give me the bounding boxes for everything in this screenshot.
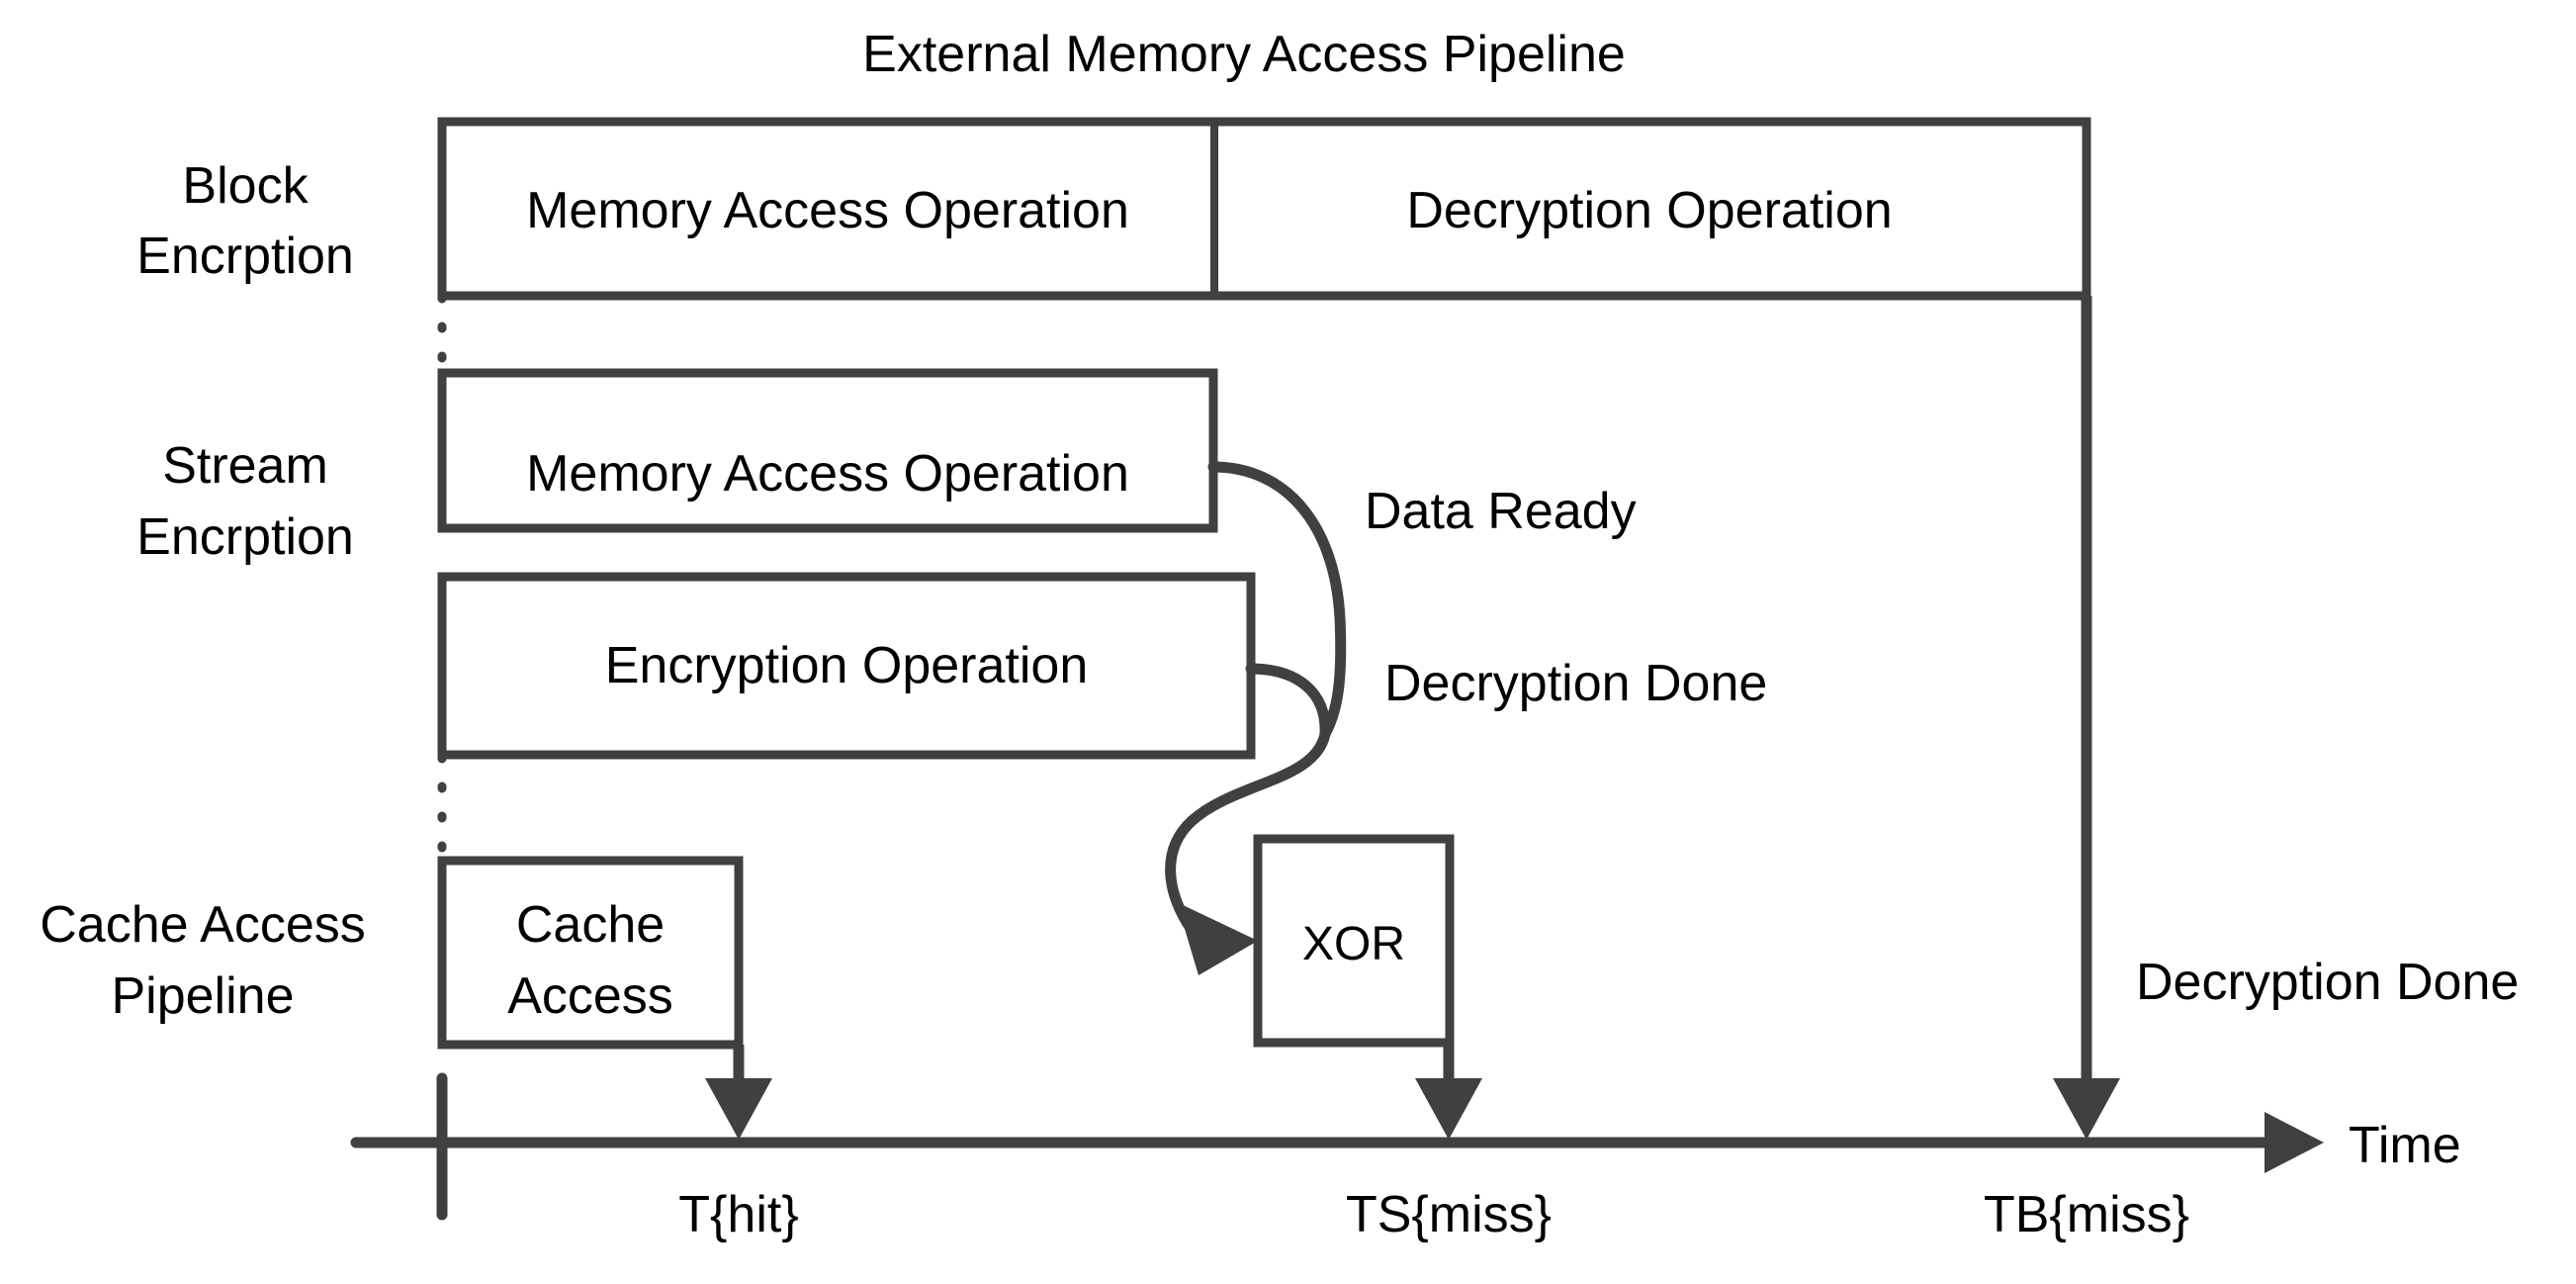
xor-box: [1253, 834, 1455, 1048]
time-axis-arrowhead: [2265, 1112, 2324, 1173]
stream-encryption-label: Encryption Operation: [605, 637, 1089, 694]
xor-input-arrowhead: [1177, 902, 1258, 975]
figure-title: External Memory Access Pipeline: [862, 26, 1626, 83]
axis-tick-label-t-hit: T{hit}: [678, 1186, 798, 1243]
cache-access-label-line2: Access: [507, 967, 673, 1025]
decryption-done-stream-curve: [1245, 663, 1331, 740]
decryption-done-stream-label: Decryption Done: [1384, 655, 1767, 712]
data-ready-label: Data Ready: [1365, 483, 1637, 540]
cache-access-box: [437, 856, 744, 1050]
row-label-block-encryption: Block Encrption: [136, 157, 354, 285]
stream-memory-access-label: Memory Access Operation: [526, 445, 1129, 503]
row-label-cache-line2: Pipeline: [111, 967, 294, 1025]
axis-tick-label-ts-miss: TS{miss}: [1346, 1186, 1552, 1243]
ts-miss-arrowhead: [1415, 1078, 1482, 1140]
xor-label: XOR: [1302, 918, 1405, 970]
row-label-stream-encryption: Stream Encrption: [136, 437, 354, 566]
block-encryption-bar: [437, 117, 2091, 301]
tb-miss-arrowhead: [2053, 1078, 2120, 1140]
axis-tick-label-tb-miss: TB{miss}: [1984, 1186, 2189, 1243]
block-memory-access-label: Memory Access Operation: [526, 182, 1129, 239]
row-label-cache-line1: Cache Access: [40, 896, 366, 954]
data-ready-curve: [1207, 461, 1347, 740]
row-label-block-line1: Block: [182, 157, 309, 215]
cache-access-label-line1: Cache: [516, 896, 665, 954]
row-label-stream-line2: Encrption: [136, 508, 354, 566]
row-label-cache-access-pipeline: Cache Access Pipeline: [40, 896, 366, 1025]
time-axis-label: Time: [2349, 1117, 2461, 1174]
t-hit-arrowhead: [705, 1078, 772, 1140]
stream-memory-access-box: [437, 368, 1218, 533]
block-decryption-label: Decryption Operation: [1406, 182, 1892, 239]
row-label-stream-line1: Stream: [162, 437, 328, 495]
decryption-done-block-label: Decryption Done: [2136, 954, 2519, 1011]
xor-input-curve: [1165, 728, 1331, 936]
row-label-block-line2: Encrption: [136, 228, 354, 285]
